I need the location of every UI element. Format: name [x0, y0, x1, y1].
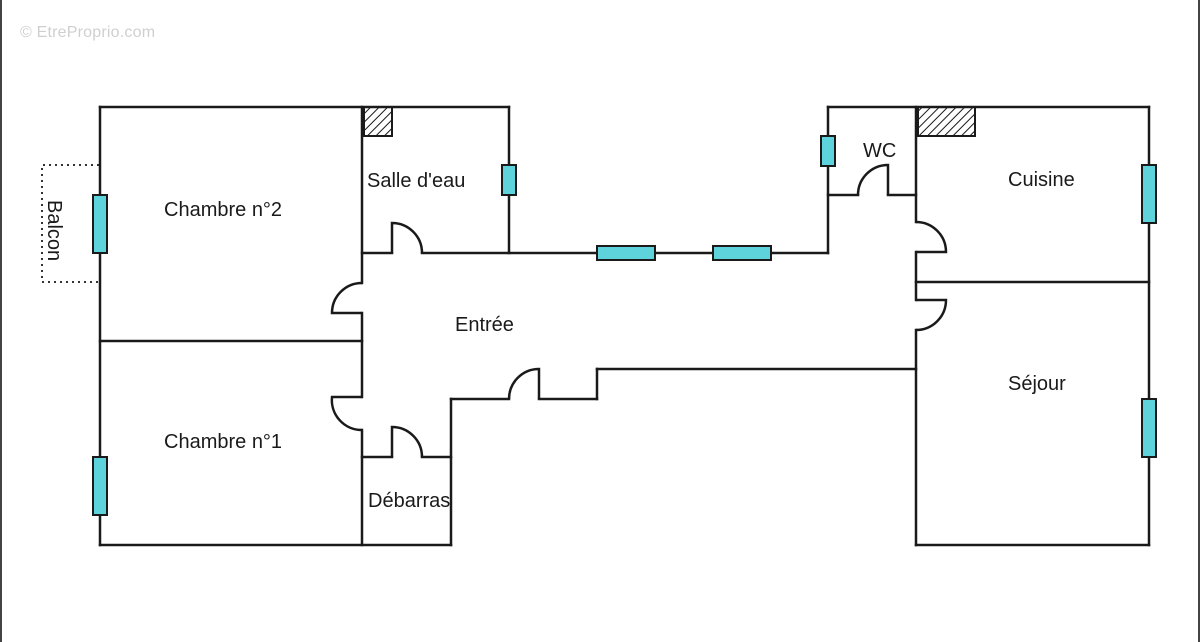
balcony-outline: [41, 164, 99, 283]
label-balcon: Balcon: [43, 200, 65, 261]
window-chambre2: [92, 194, 108, 254]
door-chambre2: [330, 281, 363, 315]
label-sejour: Séjour: [1008, 373, 1066, 395]
door-sejour: [915, 298, 948, 332]
doors: [330, 163, 948, 458]
door-chambre1: [330, 395, 363, 432]
duct-salle-eau: [363, 106, 393, 137]
window-corridor-1: [596, 245, 656, 261]
door-debarras: [390, 425, 424, 458]
label-cuisine: Cuisine: [1008, 169, 1075, 191]
window-wc: [820, 135, 836, 167]
label-entree: Entrée: [455, 314, 514, 336]
label-chambre2: Chambre n°2: [164, 199, 282, 221]
door-cuisine: [915, 220, 948, 254]
label-chambre1: Chambre n°1: [164, 431, 282, 453]
watermark: © EtreProprio.com: [20, 24, 156, 41]
duct-cuisine: [917, 106, 976, 137]
window-cuisine: [1141, 164, 1157, 224]
door-corridor: [507, 367, 541, 400]
door-wc: [856, 163, 890, 196]
label-debarras: Débarras: [368, 490, 450, 512]
label-salle-eau: Salle d'eau: [367, 170, 465, 192]
windows: [92, 135, 1157, 516]
window-sejour: [1141, 398, 1157, 458]
walls: [98, 105, 1151, 547]
door-salle-eau: [390, 221, 424, 254]
window-chambre1: [92, 456, 108, 516]
window-salle-eau: [501, 164, 517, 196]
window-corridor-2: [712, 245, 772, 261]
label-wc: WC: [863, 140, 896, 162]
